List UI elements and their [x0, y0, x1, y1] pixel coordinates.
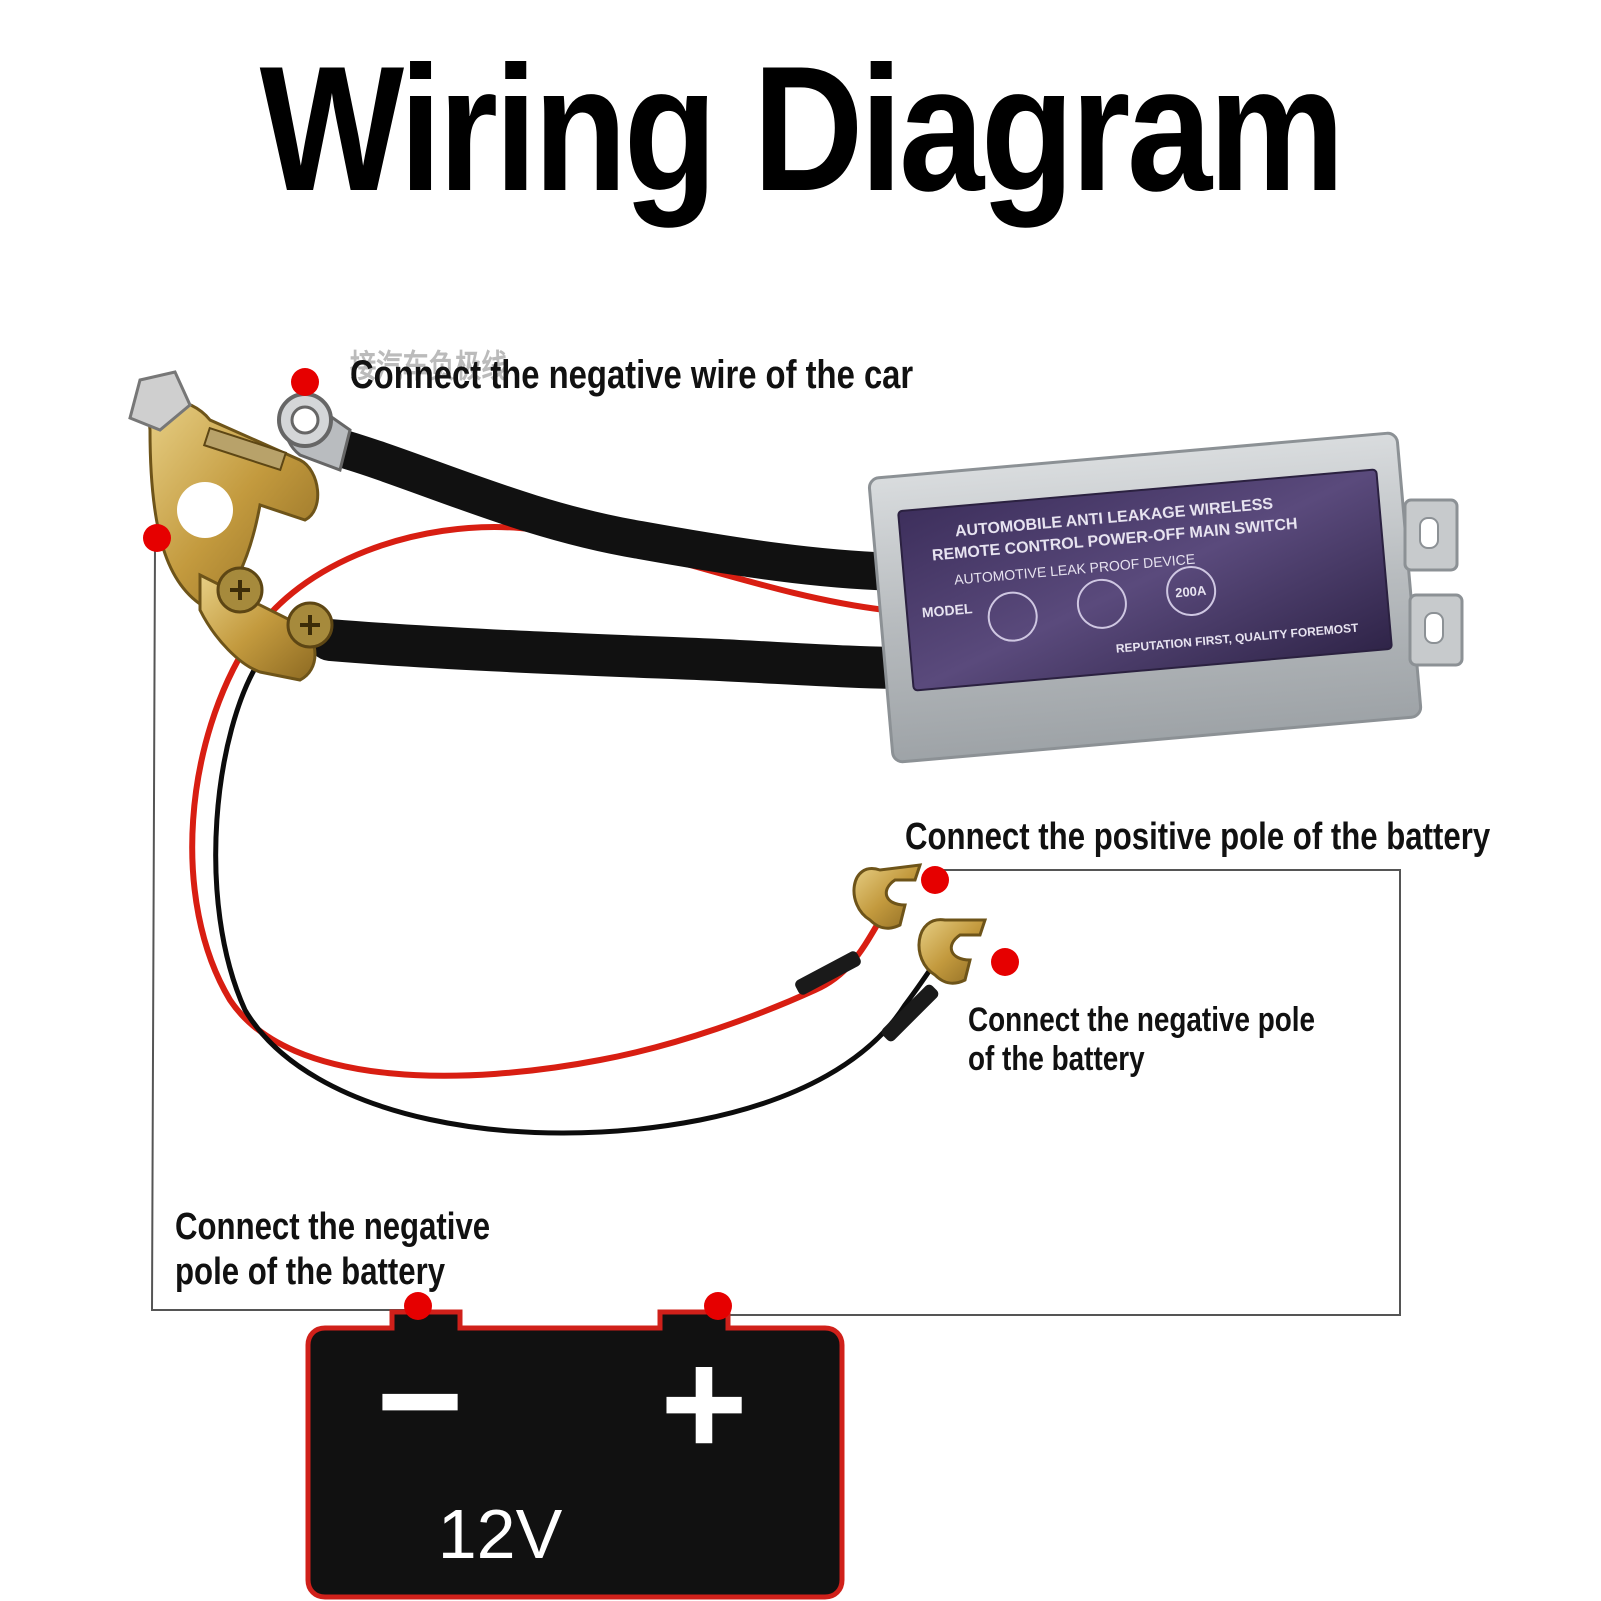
marker-battery-negative: [404, 1292, 432, 1320]
thick-cable-upper: [311, 426, 919, 591]
marker-battery-positive: [704, 1292, 732, 1320]
label-car-negative-wire-cn: 接汽车负极线: [350, 348, 508, 384]
label-battery-negative-right-line2: of the battery: [968, 1040, 1145, 1078]
battery-minus-symbol: −: [376, 1316, 464, 1484]
guide-line-left: [150, 544, 416, 1311]
guide-lines: [150, 544, 1401, 1316]
battery-clamp-terminal: [128, 370, 334, 682]
marker-clamp-terminal: [143, 524, 171, 552]
power-off-switch-device: AUTOMOBILE ANTI LEAKAGE WIRELESS REMOTE …: [867, 431, 1464, 764]
device-model-label: MODEL: [921, 600, 973, 620]
label-battery-negative-right-line1: Connect the negative pole: [968, 1001, 1316, 1039]
battery-plus-symbol: +: [660, 1319, 748, 1487]
marker-negative-fork: [991, 948, 1019, 976]
label-battery-negative-left-line1: Connect the negative: [175, 1206, 491, 1248]
negative-fork-terminal: [917, 918, 988, 985]
label-car-negative-wire: Connect the negative wire of the car: [350, 353, 914, 397]
battery-voltage: 12V: [438, 1495, 563, 1573]
red-wire-sleeve: [795, 951, 861, 995]
marker-car-negative-wire: [291, 368, 319, 396]
diagram-title: Wiring Diagram: [259, 29, 1345, 228]
positive-fork-terminal: [852, 863, 923, 930]
marker-positive-fork: [921, 866, 949, 894]
label-battery-negative-left-line2: pole of the battery: [175, 1251, 446, 1293]
guide-line-right: [720, 869, 1401, 1316]
label-battery-positive: Connect the positive pole of the battery: [905, 816, 1491, 858]
car-negative-ring-terminal: [277, 392, 352, 472]
device-badge-200a: 200A: [1175, 583, 1208, 601]
battery-12v: − + 12V: [305, 1309, 845, 1600]
black-wire-sleeve: [881, 984, 939, 1042]
thick-cable-lower: [309, 619, 926, 689]
connection-markers: [143, 368, 1019, 1320]
